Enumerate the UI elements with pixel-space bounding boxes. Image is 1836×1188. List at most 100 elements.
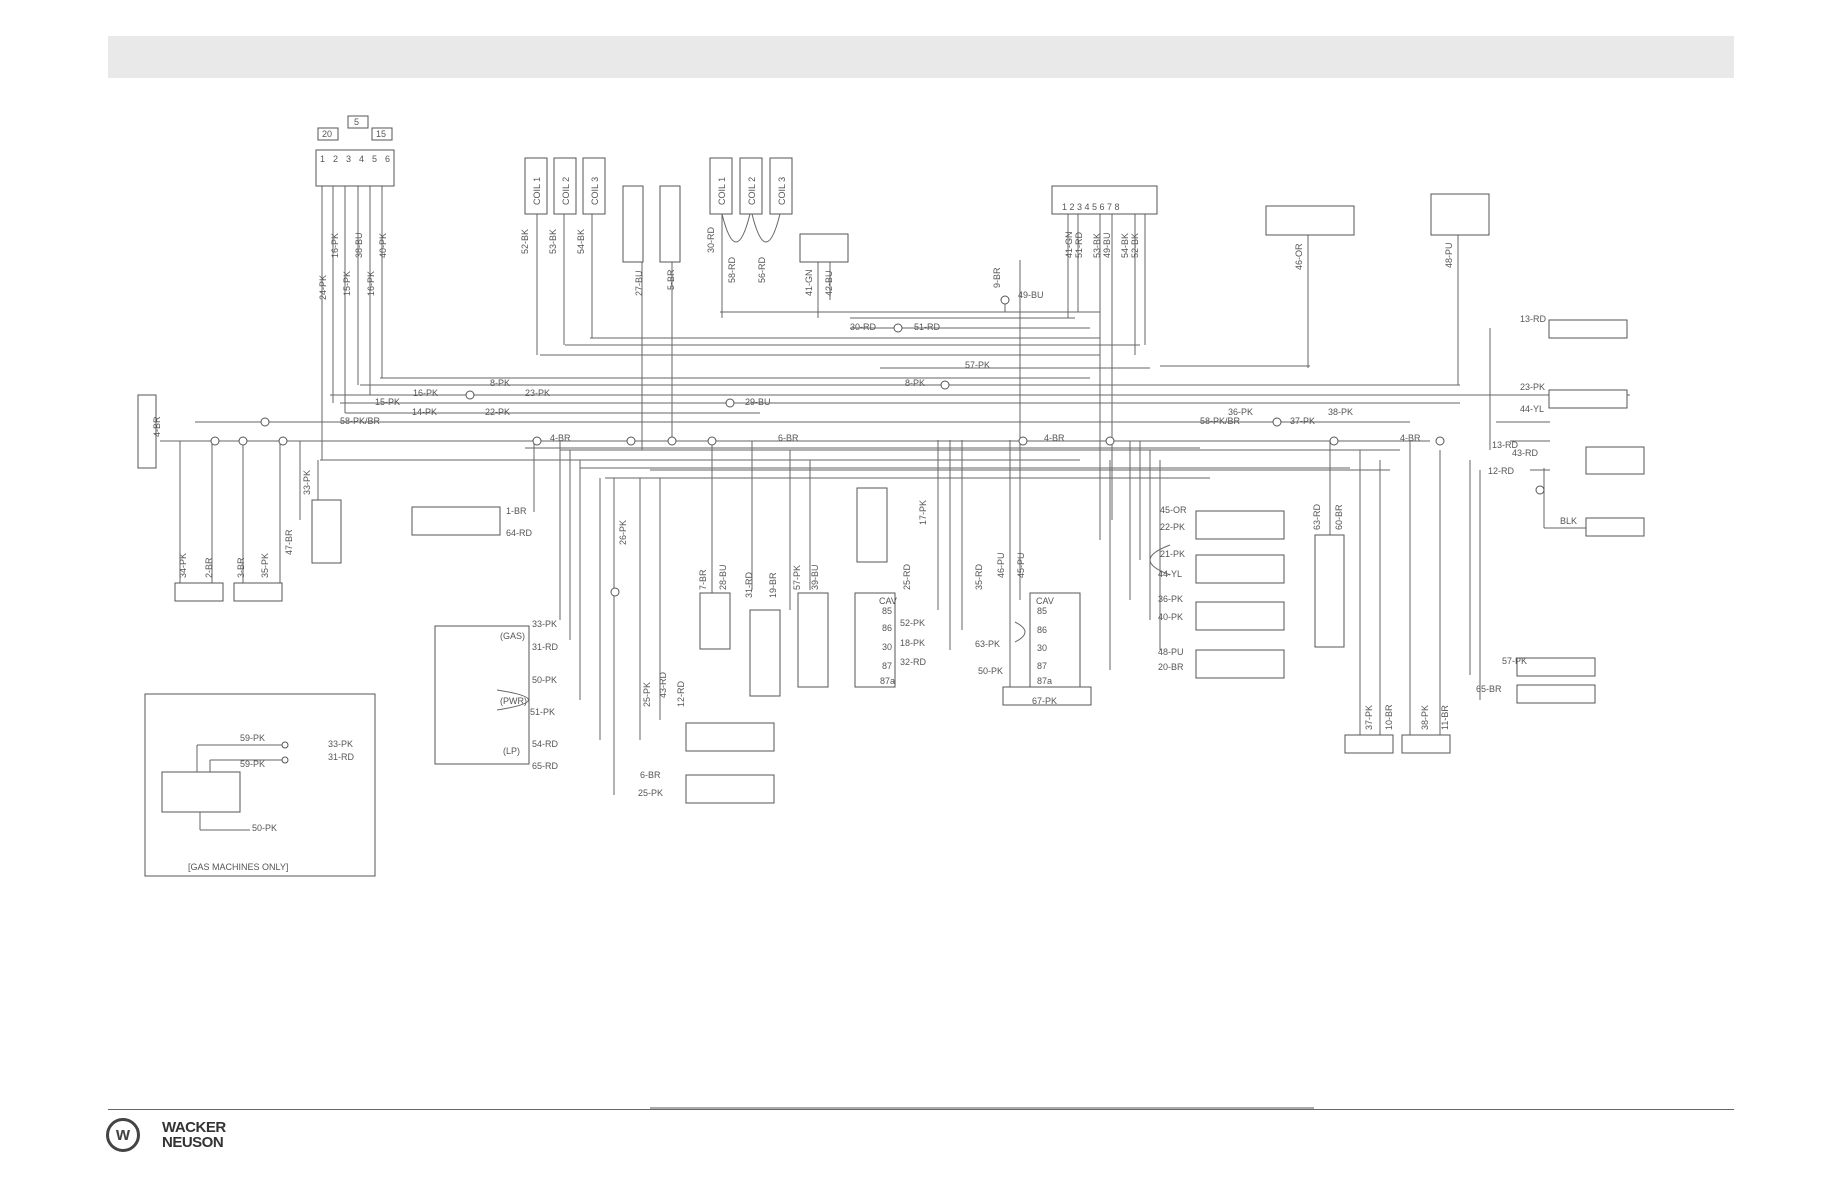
wire-label: 15-PK: [375, 397, 400, 407]
footer-line: [108, 1109, 1734, 1110]
wire-label: 51-RD: [914, 322, 941, 332]
fuse-5: 5: [354, 117, 359, 127]
relay2-pin-87a: 87a: [1037, 676, 1052, 686]
wire-label: 39-BU: [810, 564, 820, 590]
wire-label: 59-PK: [240, 733, 265, 743]
wire-label: 59-PK: [240, 759, 265, 769]
gas-label: (GAS): [500, 631, 525, 641]
wire-label: 43-RD: [658, 671, 668, 698]
wire-labels: 24-PK 16-PK 15-PK 38-BU 16-PK 40-PK 52-BK 53-BK…: [152, 226, 1577, 833]
wire-label: 53-BK: [548, 229, 558, 254]
wire-label: 3-BR: [236, 557, 246, 578]
pin-1: 1: [320, 154, 325, 164]
wire-label: 34-PK: [178, 553, 188, 578]
top-modules: 1 2 3 4 5 6 7 8: [622, 185, 1490, 263]
coil-left-1: COIL 1: [532, 177, 542, 205]
wire-label: 24-PK: [318, 275, 328, 300]
wire-label: 16-PK: [366, 271, 376, 296]
wire-label: 22-PK: [485, 407, 510, 417]
relay2-cav: CAV: [1036, 596, 1054, 606]
wire-label: 5-BR: [666, 269, 676, 290]
wire-label: 16-PK: [413, 388, 438, 398]
header-bar: [108, 36, 1734, 78]
splice-points: [210, 295, 1545, 597]
wire-label: 64-RD: [506, 528, 533, 538]
wire-label: 33-PK: [328, 739, 353, 749]
footer-accent-line: [650, 1107, 1314, 1109]
wire-label: 63-PK: [975, 639, 1000, 649]
wire-label: 33-PK: [532, 619, 557, 629]
pin-3: 3: [346, 154, 351, 164]
wire-label: 51-PK: [530, 707, 555, 717]
coil-right-3: COIL 3: [777, 177, 787, 205]
wire-label: 13-RD: [1520, 314, 1547, 324]
wire-label: 49-BU: [1102, 232, 1112, 258]
wire-label: 41-GN: [804, 269, 814, 296]
pin-4: 4: [359, 154, 364, 164]
wire-label: 31-RD: [328, 752, 355, 762]
wire-label: 54-RD: [532, 739, 559, 749]
wire-label: 36-PK: [1228, 407, 1253, 417]
wire-label: 46-PU: [996, 552, 1006, 578]
relay1-pin-87a: 87a: [880, 676, 895, 686]
wire-label: 50-PK: [252, 823, 277, 833]
wire-label: 37-PK: [1364, 705, 1374, 730]
wire-label: 40-PK: [1158, 612, 1183, 622]
coil-left-2: COIL 2: [561, 177, 571, 205]
center-components: CAV 85 86 30 87 87a CAV 85 86 30 87 87a: [685, 487, 1092, 804]
wire-label: 28-BU: [718, 564, 728, 590]
fuse-15: 15: [376, 129, 386, 139]
lp-label: (LP): [503, 746, 520, 756]
wire-label: 45-PU: [1016, 552, 1026, 578]
wire-label: 4-BR: [152, 416, 162, 437]
bus-wires: [160, 300, 1630, 479]
wire-label: 58-PK/BR: [1200, 416, 1241, 426]
relay2-pin-30: 30: [1037, 643, 1047, 653]
right-components: [1149, 319, 1645, 754]
wire-label: 57-PK: [792, 565, 802, 590]
wire-label: 8-PK: [490, 378, 510, 388]
wire-label: 10-BR: [1384, 704, 1394, 730]
wire-label: 44-YL: [1158, 569, 1182, 579]
wire-label: 65-BR: [1476, 684, 1502, 694]
wire-label: 38-BU: [354, 232, 364, 258]
wire-label: 48-PU: [1158, 647, 1184, 657]
wire-label: 4-BR: [550, 433, 571, 443]
wire-label: 42-BU: [824, 270, 834, 296]
wire-label: 25-PK: [642, 682, 652, 707]
wire-label: 56-RD: [757, 256, 767, 283]
wire-label: 2-BR: [204, 557, 214, 578]
wire-label: 41-GN: [1064, 231, 1074, 258]
wire-label: 38-PK: [1328, 407, 1353, 417]
wire-label: 29-BU: [745, 397, 771, 407]
wire-label: 52-BK: [1130, 233, 1140, 258]
wire-label: 65-RD: [532, 761, 559, 771]
wire-label: 40-PK: [378, 233, 388, 258]
wire-label: 9-BR: [992, 267, 1002, 288]
brand-name: WACKER NEUSON: [162, 1120, 226, 1150]
wire-label: 17-PK: [918, 500, 928, 525]
wire-label: 36-PK: [1158, 594, 1183, 604]
wire-label: 4-BR: [1400, 433, 1421, 443]
wire-label: BLK: [1560, 516, 1577, 526]
wire-label: 67-PK: [1032, 696, 1057, 706]
coil-pack-right: COIL 1 COIL 2 COIL 3: [709, 157, 793, 243]
wire-label: 23-PK: [525, 388, 550, 398]
wire-label: 50-PK: [978, 666, 1003, 676]
wire-label: 50-PK: [532, 675, 557, 685]
wire-label: 12-RD: [676, 680, 686, 707]
wire-label: 53-BK: [1092, 233, 1102, 258]
wire-label: 16-PK: [330, 233, 340, 258]
coil-right-1: COIL 1: [717, 177, 727, 205]
wire-label: 47-BR: [284, 529, 294, 555]
wire-label: 48-PU: [1444, 242, 1454, 268]
wire-label: 4-BR: [1044, 433, 1065, 443]
relay1-pin-30: 30: [882, 642, 892, 652]
wire-label: 15-PK: [342, 271, 352, 296]
wire-label: 46-OR: [1294, 243, 1304, 270]
brand-logo: w WACKER NEUSON: [106, 1118, 266, 1158]
coil-left-3: COIL 3: [590, 177, 600, 205]
wire-label: 49-BU: [1018, 290, 1044, 300]
wire-label: 45-OR: [1160, 505, 1187, 515]
